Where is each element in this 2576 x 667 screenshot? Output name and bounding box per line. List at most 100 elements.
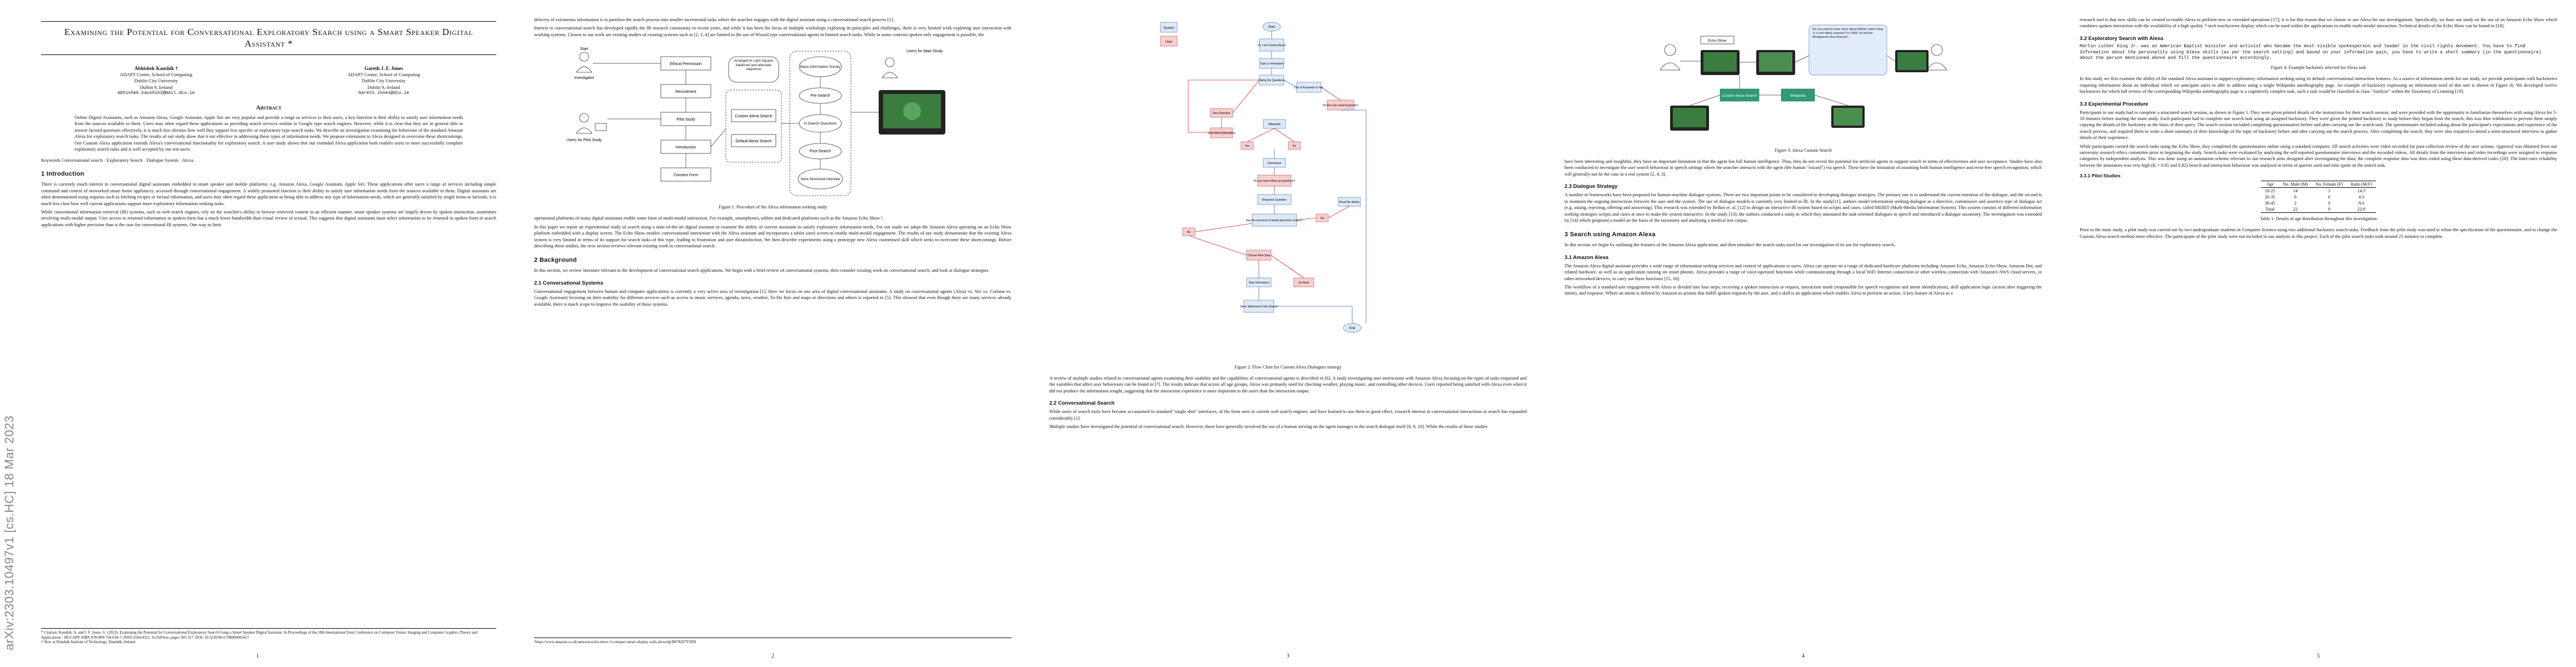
in-search-node: In Search Questions bbox=[804, 122, 837, 126]
table-cell: 9 bbox=[2311, 206, 2347, 213]
node-topic: Topic is Introduced bbox=[1260, 62, 1283, 66]
author-2: Gareth J. F. Jones ADAPT Centre, School … bbox=[347, 65, 420, 97]
echo-show-device-icon bbox=[1756, 50, 1795, 75]
page-number: 5 bbox=[2317, 653, 2320, 659]
node-end: End bbox=[1349, 327, 1355, 330]
ethical-permission-box: Ethical Permission bbox=[670, 62, 702, 66]
node-keywords: List of Keywords or Not bbox=[1294, 86, 1323, 89]
paragraph: operational platforms of many digital as… bbox=[534, 216, 884, 221]
table-cell: 18-25 bbox=[2265, 188, 2275, 194]
subsection-heading-dialogue-strategy: 2.3 Dialogue Strategy bbox=[1564, 183, 1618, 190]
paragraph: In this section we begin by outlining th… bbox=[1564, 242, 1896, 248]
latin-square-note bbox=[728, 56, 779, 83]
figure-1-caption: Figure 1: Procedure of the Alexa informa… bbox=[719, 205, 827, 210]
node-stop: Stop Information bbox=[1248, 281, 1269, 285]
node-need-keywords: Do the user need keywords? bbox=[1323, 104, 1358, 107]
paragraph: In this study we first examine the abili… bbox=[2080, 76, 2557, 94]
pilot-user-icon bbox=[575, 113, 606, 134]
investigator-icon bbox=[575, 52, 592, 73]
pre-search-node: Pre-Search bbox=[810, 94, 830, 98]
paragraph: In this paper we report an experimental … bbox=[534, 224, 1012, 248]
paragraph: While conventional information retrieval… bbox=[41, 210, 496, 227]
echo-show-device-icon bbox=[1700, 50, 1740, 75]
paragraph: There is currently much interest in conv… bbox=[41, 182, 496, 206]
paragraph: have been interesting and insightful, th… bbox=[1564, 159, 2042, 177]
paragraph: Multiple studies have investigated the p… bbox=[1049, 424, 1488, 430]
table-cell: 22:9 bbox=[2346, 206, 2376, 213]
table-cell: 8 bbox=[2294, 195, 2297, 200]
paragraph: A review of multiple studies related to … bbox=[1049, 376, 1527, 394]
node-go-back: Go Back bbox=[1298, 281, 1309, 285]
echo-show-label: Echo Show bbox=[1708, 39, 1726, 43]
abstract: Online Digital Assistants, such as Amazo… bbox=[41, 115, 496, 153]
author-org: ADAPT Centre, School of Computing bbox=[119, 71, 193, 77]
legend-user: User bbox=[1165, 41, 1172, 44]
page-4: Echo Show Do you want to hear more about… bbox=[1546, 0, 2061, 667]
backstory-box: Martin Luther King Jr. was an American B… bbox=[2080, 43, 2542, 61]
author-email[interactable]: abhishek.kaushik2@mail.dcu.ie bbox=[117, 91, 195, 96]
table-row: 18-25 14 3 14:3 bbox=[2261, 188, 2376, 195]
author-uni: Dublin City University bbox=[362, 78, 406, 84]
default-alexa-box: Default Alexa Search bbox=[735, 140, 771, 143]
subsection-heading-conversational-search: 2.2 Conversational Search bbox=[1049, 400, 1115, 406]
page-1: arXiv:2303.10497v1 [cs.HC] 18 Mar 2023 E… bbox=[0, 0, 515, 667]
page-number: 3 bbox=[1287, 653, 1289, 659]
table-header-cell: Ratio (M/F) bbox=[2346, 181, 2376, 188]
table-cell: Total bbox=[2261, 206, 2279, 213]
recruitment-box: Recruitment bbox=[675, 90, 696, 94]
section-heading-introduction: 1 Introduction bbox=[41, 171, 84, 178]
interview-node: Semi-Structured Interview bbox=[800, 177, 840, 181]
paragraph: While users of search tools have become … bbox=[1049, 409, 1527, 421]
echo-show-device-icon bbox=[878, 90, 945, 135]
paragraph: Participants in our study had to complet… bbox=[2080, 109, 2557, 141]
node-response-question: Response Question bbox=[1262, 198, 1287, 202]
footnotes: * Citation: Kaushik, A. and J. F. Jones,… bbox=[41, 628, 496, 645]
footnotes: ¹https://www.amazon.co.uk/amazon-echo-sh… bbox=[534, 638, 1012, 645]
footnote-url[interactable]: ¹https://www.amazon.co.uk/amazon-echo-sh… bbox=[534, 640, 696, 645]
age-distribution-table: Age No. Male (M) No. Female (F) Ratio (M… bbox=[2261, 181, 2376, 213]
procedure-column: Ethical Permission Recruitment Pilot Stu… bbox=[660, 56, 711, 182]
author-city: Dublin 9, Ireland bbox=[367, 84, 400, 90]
section-heading-search-using-alexa: 3 Search using Amazon Alexa bbox=[1564, 231, 1656, 238]
table-header-cell: No. Male (M) bbox=[2279, 181, 2312, 188]
page-2: delivery of extraneous information is to… bbox=[515, 0, 1030, 667]
paragraph: Interest in conversational search has de… bbox=[534, 26, 1012, 37]
node-read-details: Read the details bbox=[1339, 201, 1359, 204]
speech-bubble-text: Do you want to hear more about Martin Lu… bbox=[1812, 28, 1883, 39]
author-email[interactable]: Gareth.Jones@dcu.ie bbox=[358, 91, 410, 96]
node-follow-up: Do you have follow up questions? bbox=[1253, 180, 1295, 183]
paragraph: Conversational engagement between human … bbox=[534, 288, 1012, 307]
author-block: Abhishek Kaushik † ADAPT Centre, School … bbox=[41, 65, 496, 97]
table-cell: 36-45 bbox=[2265, 201, 2275, 206]
figure-3-caption: Figure 3: Alexa Custom Search bbox=[1775, 148, 1832, 153]
table-cell: 0 bbox=[2328, 201, 2330, 206]
figure-1-procedure: Start Investigator Ethical Permission Re… bbox=[566, 47, 945, 196]
page-3: System User Start Hi, I am Custom Alexa … bbox=[1030, 0, 1546, 667]
title-rule-top bbox=[41, 21, 496, 22]
consent-form-box: Consent Form bbox=[673, 173, 698, 177]
users-pilot-label: Users for Pilot Study bbox=[566, 138, 602, 142]
table-header-row: Age No. Male (M) No. Female (F) Ratio (M… bbox=[2261, 181, 2376, 188]
echo-show-device-icon bbox=[1895, 50, 1929, 72]
table-row: Total 22 9 22:9 bbox=[2261, 206, 2376, 213]
user-icon bbox=[1926, 44, 1947, 71]
echo-show-device-icon bbox=[1670, 106, 1709, 131]
author-city: Dublin 9, Ireland bbox=[139, 84, 173, 90]
latin-square-text: Arranged in Latin Square balanced and al… bbox=[734, 59, 773, 72]
figure-2-flow-chart: System User Start Hi, I am Custom Alexa … bbox=[1160, 22, 1366, 333]
paragraph: Prior to the main study, a pilot study w… bbox=[2080, 227, 2557, 239]
users-main-label: Users for Main Study bbox=[906, 49, 943, 53]
session-column: Basic Information Survey Pre-Search In S… bbox=[798, 56, 843, 190]
node-new-question: New Question bbox=[1213, 112, 1230, 115]
table-cell: 2 bbox=[2294, 201, 2297, 206]
table-cell: NA bbox=[2358, 201, 2365, 206]
node-taking-questions: Taking the Questions bbox=[1258, 79, 1284, 82]
arxiv-stamp[interactable]: arXiv:2303.10497v1 [cs.HC] 18 Mar 2023 bbox=[2, 415, 16, 650]
node-yes-1: Yes bbox=[1244, 145, 1249, 148]
echo-show-device-icon bbox=[1831, 106, 1865, 128]
paragraph: While participants carried the search ta… bbox=[2080, 143, 2557, 168]
table-header-cell: Age bbox=[2261, 181, 2279, 188]
page-number: 4 bbox=[1802, 653, 1805, 659]
node-start: Start bbox=[1268, 26, 1275, 29]
node-no-2: No bbox=[1187, 231, 1190, 234]
